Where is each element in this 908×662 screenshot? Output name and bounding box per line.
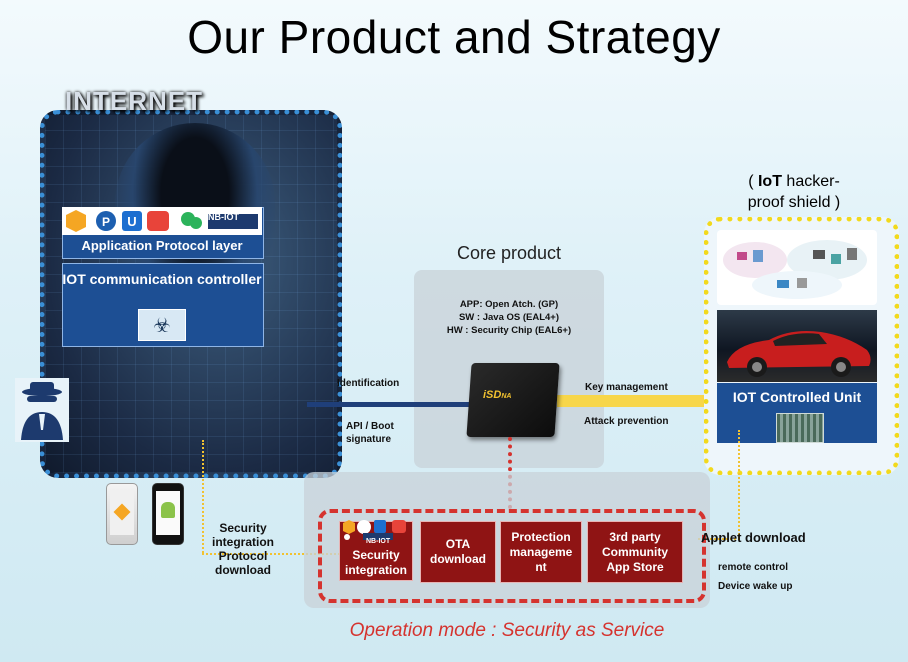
- left-text-line4: download: [215, 563, 271, 577]
- protocol-logos: P U: [62, 207, 262, 235]
- left-text-line3: Protocol: [218, 549, 268, 563]
- page-title: Our Product and Strategy: [187, 11, 721, 63]
- ops-box2-line1: OTA: [445, 537, 471, 551]
- shield-title-bold: IoT: [757, 173, 782, 190]
- biohazard-icon: ☣: [138, 309, 186, 341]
- attack-prevention-label: Attack prevention: [584, 416, 669, 427]
- applet-download-label: Applet download: [701, 530, 806, 545]
- ops-box4-line2: Community: [602, 544, 668, 559]
- spec-sw: SW : Java OS (EAL4+): [458, 312, 560, 323]
- ota-download-box: OTA download: [420, 521, 496, 583]
- phone-android-image: [152, 483, 184, 545]
- red-car-image: [717, 310, 877, 382]
- internet-chip-link: [307, 402, 471, 407]
- svg-text:U: U: [127, 214, 136, 229]
- internet-label: INTERNET: [65, 86, 203, 116]
- spec-app: APP: Open Atch. (GP): [459, 299, 559, 310]
- ops-box3-line2: manageme: [509, 544, 573, 559]
- left-text-line2: integration: [212, 535, 274, 549]
- ops-box3-line1: Protection: [511, 529, 571, 544]
- nb-iot-logo-text: NB-IOT: [208, 212, 239, 222]
- key-management-label: Key management: [585, 382, 668, 393]
- iot-unit-label: IOT Controlled Unit: [732, 389, 862, 405]
- circuit-board-image: [776, 413, 824, 443]
- shield-title-prefix: (: [748, 173, 758, 190]
- svg-text:P: P: [102, 215, 110, 229]
- ops-box4-line3: App Store: [606, 559, 664, 574]
- right-dotted-connector-v: [738, 430, 740, 538]
- security-protocol-text: Security integration Protocol download: [208, 521, 278, 577]
- left-dotted-connector-v: [202, 440, 204, 553]
- ops-nb-iot-logo: NB-IOT: [366, 538, 391, 545]
- chip-suffix: NA: [501, 393, 512, 400]
- identification-label: Identification: [337, 378, 400, 389]
- remote-control-label: remote control: [718, 562, 789, 573]
- iot-cloud-devices-image: [717, 230, 877, 305]
- api-boot-label: API / Boot signature: [346, 420, 394, 446]
- operation-dashed-border: [318, 509, 706, 603]
- chip-unit-link: [557, 395, 722, 407]
- security-logos: [341, 518, 419, 541]
- iot-controller-label: IOT communication controller: [62, 271, 262, 287]
- ops-box2-line2: download: [430, 552, 486, 566]
- left-dotted-connector-h: [202, 553, 340, 555]
- app-layer-label: Application Protocol layer: [81, 238, 243, 253]
- spec-hw: HW : Security Chip (EAL6+): [446, 325, 572, 336]
- ops-box3-line3: nt: [535, 559, 547, 574]
- left-text-line1: Security: [219, 521, 267, 535]
- ops-box1-line1: Security: [352, 548, 400, 562]
- ops-box4-line1: 3rd party: [609, 529, 661, 544]
- core-product-title: Core product: [456, 243, 562, 263]
- chip-logo-text: iSD: [483, 389, 502, 401]
- device-wake-label: Device wake up: [718, 581, 793, 592]
- shield-title-line2: proof shield ): [747, 194, 841, 211]
- shield-title-rest: hacker-: [781, 173, 840, 190]
- core-specs: APP: Open Atch. (GP) SW : Java OS (EAL4+…: [414, 298, 604, 337]
- api-boot-line2: signature: [346, 434, 392, 445]
- operation-mode-caption: Operation mode : Security as Service: [349, 620, 665, 641]
- protection-management-box: Protection manageme nt: [500, 521, 582, 583]
- shield-title: ( IoT hacker- proof shield ): [720, 171, 868, 213]
- phone-ios-image: [106, 483, 138, 545]
- isd-chip-image: [466, 363, 560, 437]
- ops-box1-line2: integration: [345, 563, 407, 577]
- app-store-box: 3rd party Community App Store: [587, 521, 683, 583]
- spy-icon: [15, 378, 69, 442]
- api-boot-line1: API / Boot: [346, 421, 394, 432]
- chip-label: iSDNA: [483, 389, 511, 401]
- right-dotted-connector-h: [698, 538, 740, 540]
